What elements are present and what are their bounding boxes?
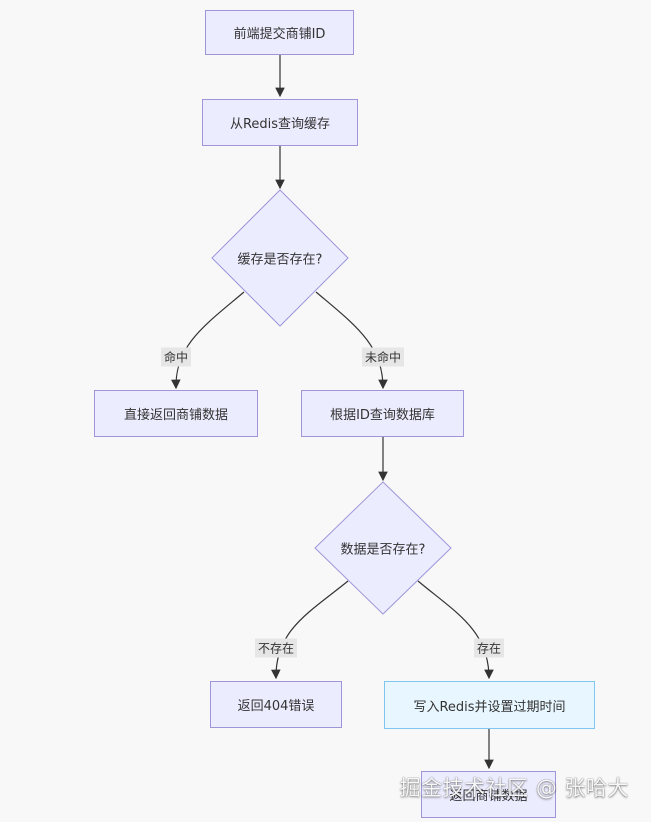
node-return-shop: 返回商铺数据 [421, 771, 556, 818]
edge-data-exist [417, 580, 494, 680]
node-return-direct: 直接返回商铺数据 [94, 390, 258, 437]
node-write-redis: 写入Redis并设置过期时间 [384, 681, 595, 729]
node-db-query: 根据ID查询数据库 [301, 390, 464, 437]
watermark: 掘金技术社区 @ 张哈大 [399, 776, 629, 800]
node-redis-query: 从Redis查询缓存 [202, 99, 358, 146]
edge-data-not-exist [271, 580, 349, 680]
cache-exists-diamond [211, 189, 349, 327]
node-return-direct-label: 直接返回商铺数据 [123, 408, 228, 423]
node-frontend-submit: 前端提交商铺ID [205, 10, 354, 55]
edge-label-hit: 命中 [160, 347, 192, 367]
edge-cache-miss [315, 291, 388, 390]
node-write-redis-label: 写入Redis并设置过期时间 [413, 699, 566, 715]
data-exists-label: 数据是否存在? [340, 542, 426, 558]
node-return-404: 返回404错误 [210, 681, 342, 728]
data-exists-diamond [314, 481, 452, 615]
edge-label-miss: 未命中 [361, 347, 405, 367]
node-db-query-label: 根据ID查询数据库 [330, 408, 435, 423]
node-return-404-label: 返回404错误 [237, 699, 315, 714]
node-return-shop-label: 返回商铺数据 [449, 789, 528, 804]
node-frontend-submit-label: 前端提交商铺ID [233, 27, 326, 42]
node-redis-query-label: 从Redis查询缓存 [229, 117, 331, 132]
cache-exists-label: 缓存是否存在? [237, 252, 323, 268]
edge-label-not-exist: 不存在 [254, 638, 298, 658]
edge-label-exist: 存在 [473, 638, 505, 658]
edge-cache-hit [171, 291, 245, 390]
